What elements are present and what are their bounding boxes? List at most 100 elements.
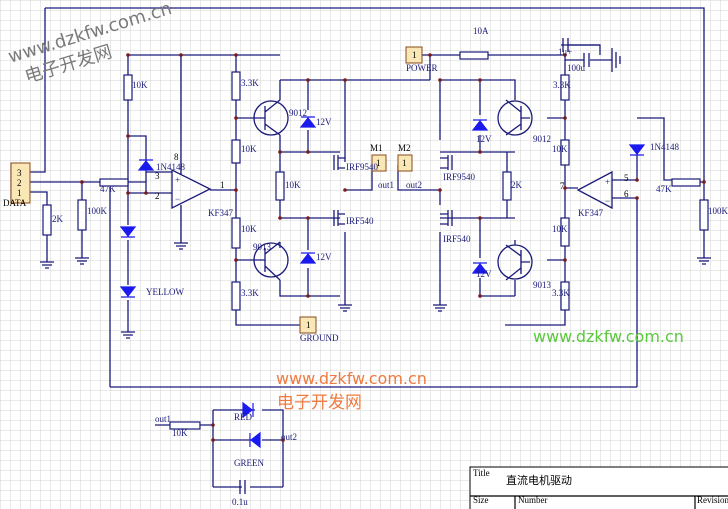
ground-connector[interactable]: 1 GROUND bbox=[299, 316, 339, 343]
label-12v: 12V bbox=[316, 252, 332, 262]
junction-dot bbox=[306, 216, 310, 220]
data-connector[interactable]: 3 2 1 DATA bbox=[3, 162, 31, 208]
label-1n4148: 1N4148 bbox=[650, 142, 679, 152]
diode-icon bbox=[628, 144, 646, 156]
net-label: out1 bbox=[378, 180, 394, 190]
opamp-label: KF347 bbox=[208, 208, 234, 218]
m1-label: M1 bbox=[370, 143, 383, 153]
resistor-label: 2K bbox=[511, 180, 523, 190]
svg-text:−: − bbox=[175, 194, 180, 204]
junction-dot bbox=[635, 196, 639, 200]
size-label: Size bbox=[473, 495, 489, 505]
svg-text:+: + bbox=[605, 177, 610, 187]
transistors: 9012 9013 9012 9013 bbox=[253, 99, 552, 290]
net-label: out2 bbox=[406, 180, 422, 190]
label-9012: 9012 bbox=[533, 134, 551, 144]
junction-dot bbox=[306, 78, 310, 82]
watermark-name: 电子开发网 bbox=[277, 393, 362, 413]
junction-dot bbox=[478, 150, 482, 154]
resistor-label: 10K bbox=[241, 144, 257, 154]
resistor-label: 3.3K bbox=[241, 78, 259, 88]
junction-dot bbox=[144, 191, 148, 195]
svg-text:−: − bbox=[605, 196, 610, 206]
resistor bbox=[560, 281, 570, 311]
junction-dot bbox=[126, 53, 130, 57]
cap-label: 1u+ bbox=[558, 47, 572, 57]
diode-icon bbox=[471, 119, 489, 131]
junction-dot bbox=[126, 191, 130, 195]
pin-label: 1 bbox=[306, 320, 311, 330]
pin-label: 5 bbox=[624, 173, 629, 183]
resistor-label: 10K bbox=[552, 224, 568, 234]
junction-dot bbox=[563, 53, 567, 57]
label-1n4148: 1N4148 bbox=[156, 162, 185, 172]
resistor-label: 47K bbox=[100, 184, 116, 194]
junction-dot bbox=[343, 78, 347, 82]
diode-icon bbox=[471, 262, 489, 274]
resistor bbox=[231, 71, 241, 101]
junction-dot bbox=[635, 178, 639, 182]
pin-label: 7 bbox=[560, 181, 565, 191]
resistor-label: 47K bbox=[656, 184, 672, 194]
resistor bbox=[560, 217, 570, 247]
junction-dot bbox=[234, 116, 238, 120]
watermark-url: www.dzkfw.com.cn bbox=[276, 369, 427, 388]
junction-dots bbox=[80, 53, 706, 442]
resistor bbox=[560, 74, 570, 101]
junction-dot bbox=[278, 216, 282, 220]
resistor bbox=[231, 139, 241, 164]
title-block: Title 直流电机驱动 Size Number Revision bbox=[469, 466, 728, 509]
wires bbox=[30, 7, 705, 488]
resistor-label: 10K bbox=[285, 180, 301, 190]
diode-icon bbox=[137, 159, 155, 171]
m1-connector[interactable]: M1 1 out1 bbox=[370, 143, 394, 190]
resistor bbox=[560, 139, 570, 166]
label-9013: 9013 bbox=[533, 280, 552, 290]
data-label: DATA bbox=[3, 198, 27, 208]
resistor-label: 3.3K bbox=[241, 288, 259, 298]
label-12v: 12V bbox=[476, 134, 492, 144]
opamp-right: +− 5 6 7 KF347 bbox=[560, 170, 629, 218]
pin-label: 2 bbox=[17, 178, 22, 188]
capacitors: 1u+ 100u 0.1u bbox=[232, 38, 600, 507]
junction-dot bbox=[478, 78, 482, 82]
resistor bbox=[231, 281, 241, 311]
mosfets: IRF9540 IRF540 IRF9540 IRF540 bbox=[333, 155, 476, 244]
ground-label: GROUND bbox=[300, 333, 339, 343]
resistor-label: 100K bbox=[708, 206, 728, 216]
resistor bbox=[502, 171, 512, 201]
pin-label: 1 bbox=[17, 188, 22, 198]
resistor-label: 10K bbox=[132, 80, 148, 90]
watermark-url: www.dzkfw.com.cn bbox=[533, 327, 684, 346]
junction-dot bbox=[281, 438, 285, 442]
resistor bbox=[77, 199, 87, 231]
label-irf9540: IRF9540 bbox=[346, 162, 379, 172]
label-9012: 9012 bbox=[289, 108, 307, 118]
resistor bbox=[699, 199, 709, 231]
label-12v: 12V bbox=[476, 269, 492, 279]
junction-dot bbox=[478, 294, 482, 298]
pin-label: 8 bbox=[174, 152, 179, 162]
schematic-title: 直流电机驱动 bbox=[506, 473, 572, 487]
junction-dot bbox=[438, 78, 442, 82]
resistor-label: 10K bbox=[172, 428, 188, 438]
resistor-label: 2K bbox=[52, 214, 64, 224]
power-connector[interactable]: 1 POWER bbox=[405, 46, 438, 73]
resistor bbox=[671, 178, 701, 187]
power-label: POWER bbox=[406, 63, 438, 73]
cap-label: 100u bbox=[567, 63, 586, 73]
diode-labels: 1N4148 YELLOW 12V 12V 12V 12V 1N4148 RED… bbox=[146, 117, 679, 468]
label-irf9540: IRF9540 bbox=[443, 172, 476, 182]
label-irf540: IRF540 bbox=[443, 234, 471, 244]
m2-connector[interactable]: M2 1 out2 bbox=[397, 143, 422, 190]
junction-dot bbox=[234, 53, 238, 57]
opamp-label: KF347 bbox=[578, 208, 604, 218]
m2-label: M2 bbox=[398, 143, 411, 153]
resistor-label: 100K bbox=[87, 206, 108, 216]
diode-icon bbox=[299, 252, 317, 264]
label-yellow: YELLOW bbox=[146, 287, 184, 297]
junction-dot bbox=[211, 438, 215, 442]
label-irf540: IRF540 bbox=[346, 216, 374, 226]
